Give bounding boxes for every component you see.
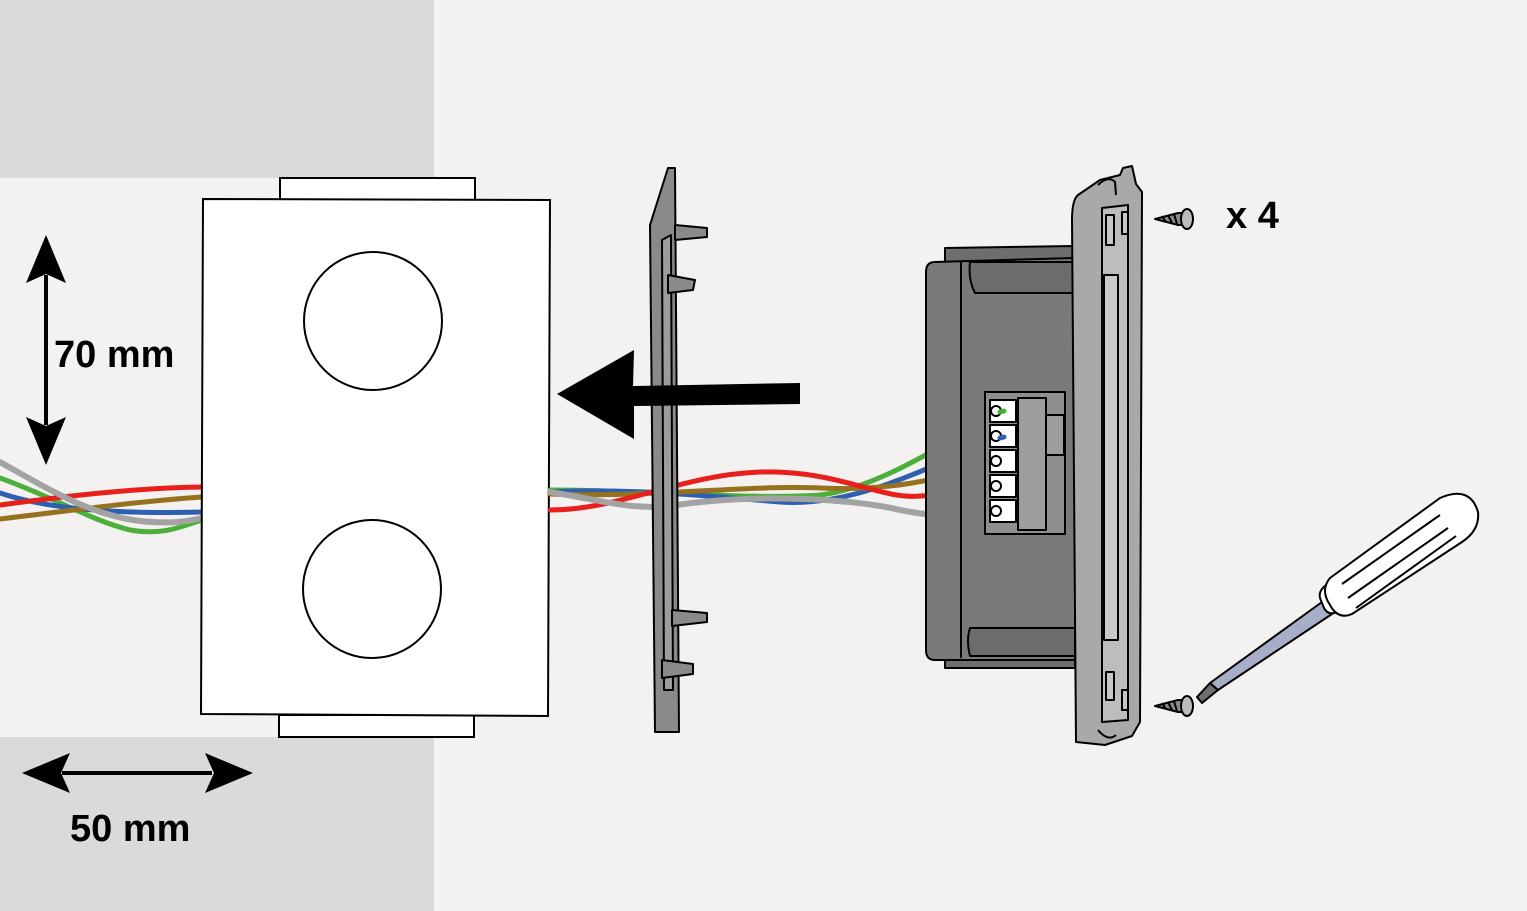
screw-count-label: x 4 [1226, 195, 1279, 237]
height-dimension-arrow [26, 235, 66, 465]
junction-box [199, 177, 552, 738]
screwdriver-icon [1196, 492, 1480, 704]
mounting-plate [649, 167, 708, 733]
box-hole-top [303, 251, 443, 391]
height-label: 70 mm [54, 334, 175, 376]
screw-icon-2 [1154, 695, 1194, 717]
wires-left [0, 459, 205, 535]
box-hole-bottom [302, 519, 442, 659]
screw-icon [1154, 208, 1194, 230]
terminal-screws [989, 399, 1017, 523]
arrow-left-icon [557, 350, 800, 439]
width-dimension-arrow [22, 753, 253, 793]
wires-terminal [997, 408, 1007, 441]
width-label: 50 mm [70, 808, 191, 850]
thermostat-device [925, 165, 1143, 746]
